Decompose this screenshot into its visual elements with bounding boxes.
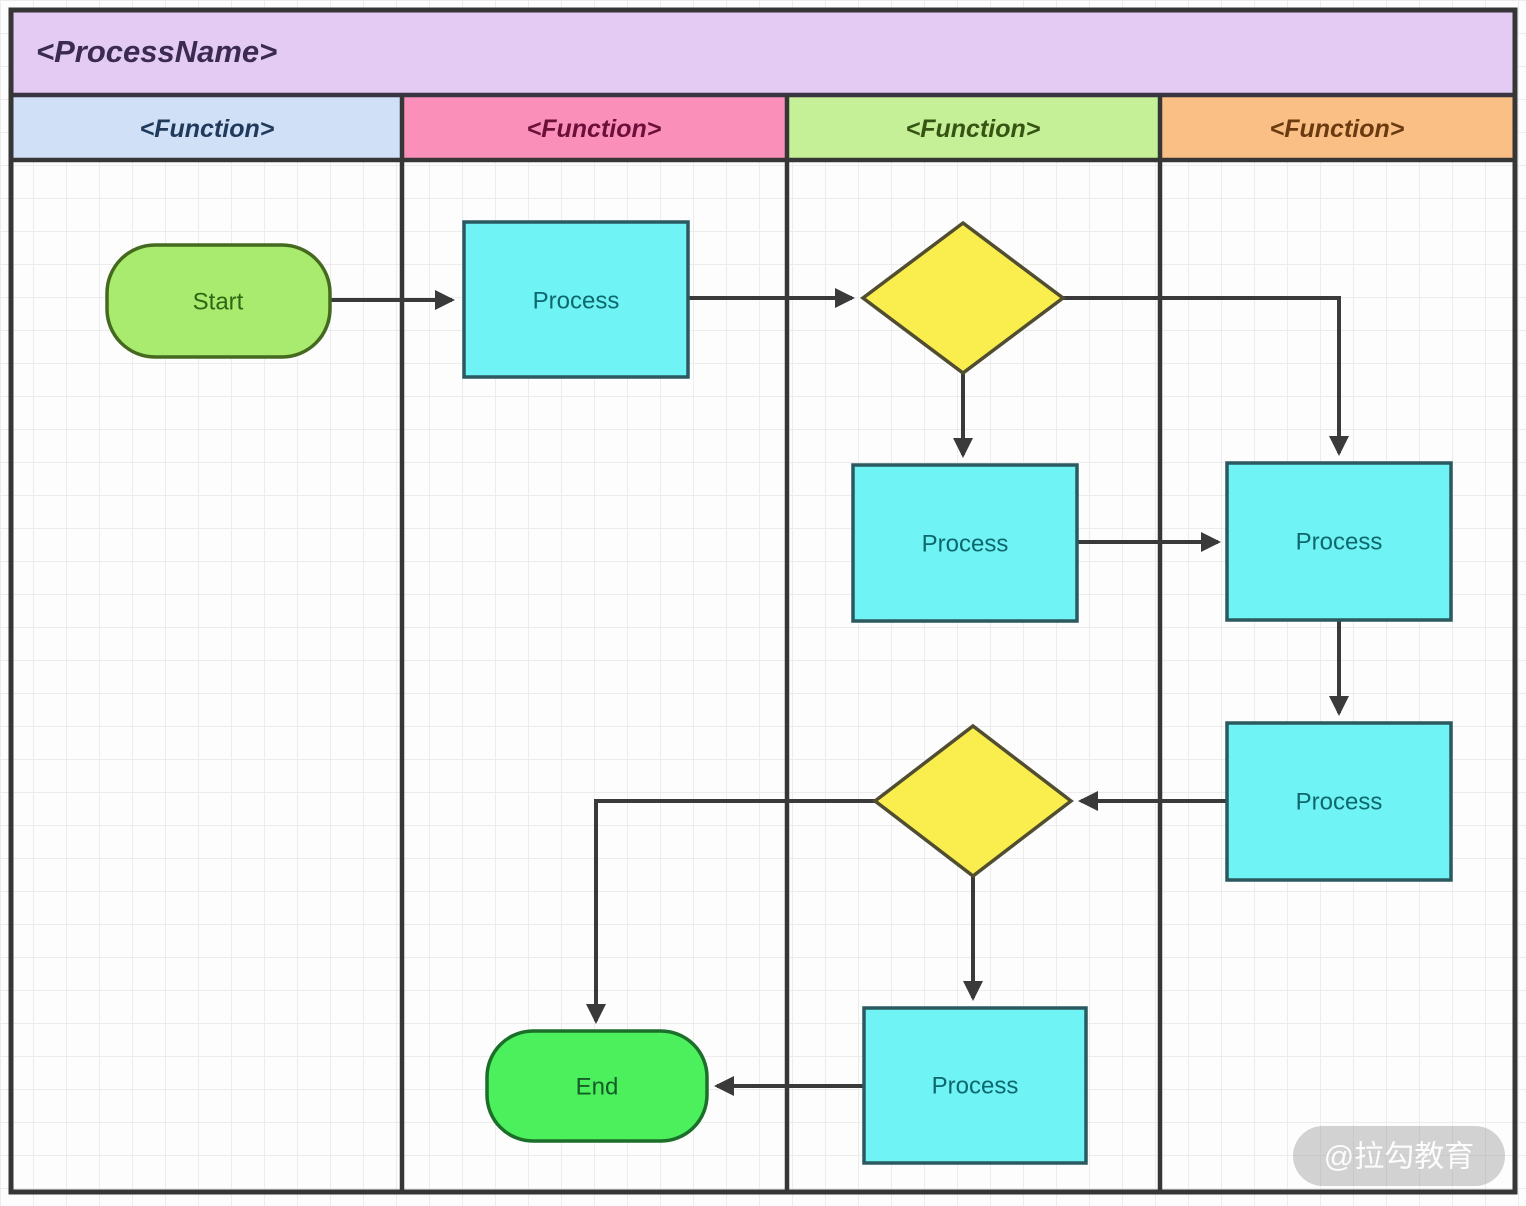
lane-header-bg-2 [404,97,785,159]
lane-header-label-1: <Function> [140,115,275,143]
process-node-5 [862,1006,1088,1165]
lane-header-bg-1 [12,97,400,159]
lane-header-label-4: <Function> [1270,115,1405,143]
decision-diamond-1 [860,220,1066,376]
process-title-band [12,10,1514,93]
arrow-decision2-to-end [586,799,875,1024]
process-node-2 [851,463,1079,623]
end-node [485,1029,709,1143]
start-node [105,243,332,359]
process-node-3-label: Process [1296,529,1383,556]
lane-header-bg-3 [789,97,1158,159]
start-node-label: Start [193,289,244,316]
arrow-decision1-to-process3 [1063,296,1349,456]
process-node-4 [1225,721,1453,882]
lane-header-bg-4 [1162,97,1514,159]
process-node-2-label: Process [922,531,1009,558]
process-title: <ProcessName> [36,34,277,69]
decision-diamond-2 [872,723,1074,879]
lane-header-label-2: <Function> [527,115,662,143]
diagram-border [8,7,1518,1195]
lane-header-label-3: <Function> [906,115,1041,143]
process-node-5-label: Process [932,1073,1019,1100]
end-node-label: End [576,1074,619,1101]
watermark-text: @拉勾教育 [1324,1141,1474,1174]
process-node-1 [462,220,690,379]
watermark-badge [1293,1126,1505,1186]
process-node-3 [1225,461,1453,622]
process-node-4-label: Process [1296,789,1383,816]
process-node-1-label: Process [533,288,620,315]
